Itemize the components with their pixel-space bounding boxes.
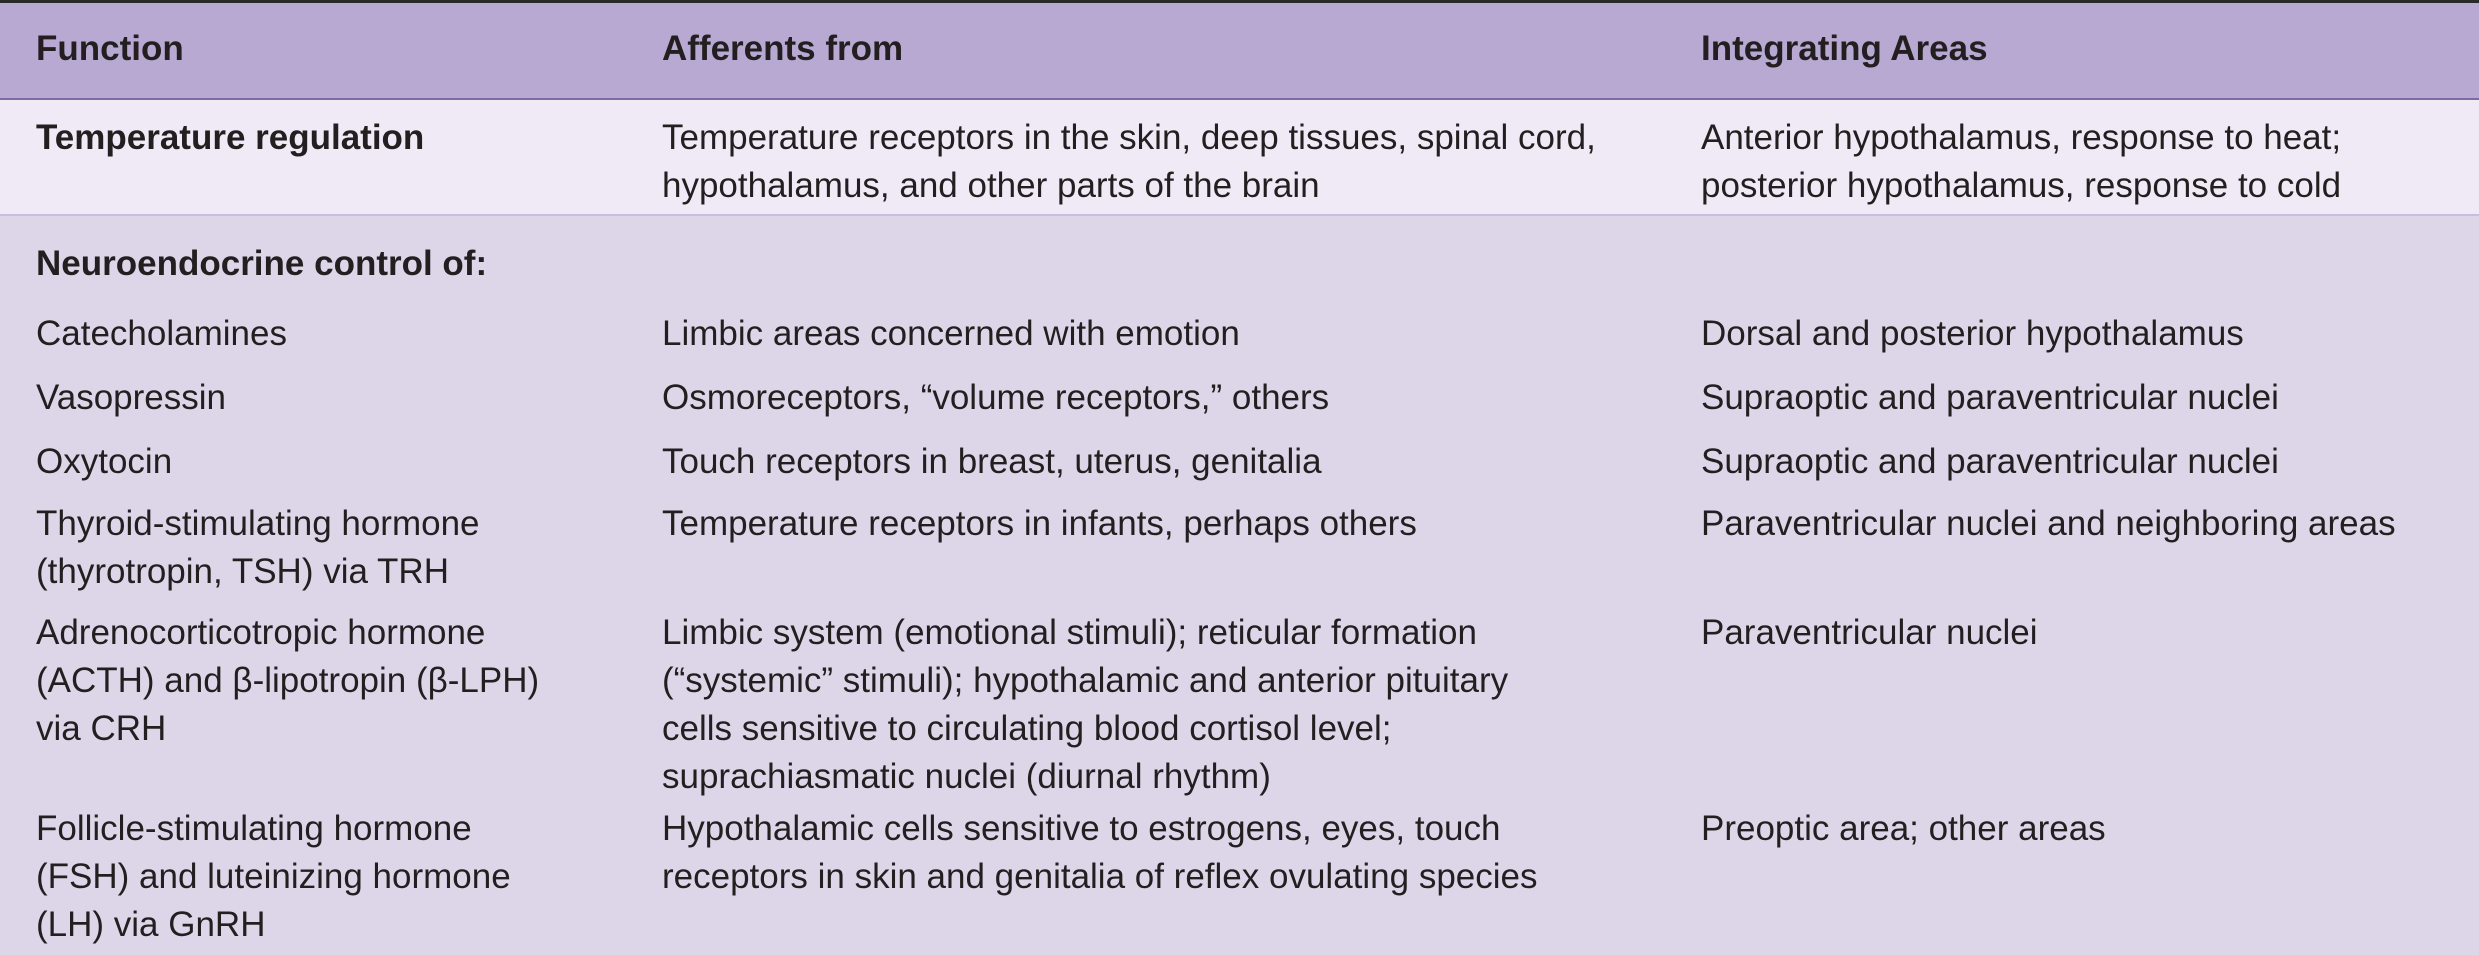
row-function: Vasopressin [36,378,227,417]
neuroendocrine-section: Neuroendocrine control of: Catecholamine… [0,216,2479,955]
header-function: Function [36,29,184,68]
row-function: Adrenocorticotropic hormone (ACTH) and β… [36,613,540,748]
row-integrating: Dorsal and posterior hypothalamus [1701,314,2244,353]
table-header: Function Afferents from Integrating Area… [0,3,2479,100]
temperature-row: Temperature regulation Temperature recep… [0,100,2479,216]
row-afferents: Limbic system (emotional stimuli); retic… [662,613,1509,796]
row-integrating: Paraventricular nuclei and neighboring a… [1701,504,2396,543]
row-integrating: Supraoptic and paraventricular nuclei [1701,378,2279,417]
row-function: Follicle-stimulating hormone (FSH) and l… [36,809,511,944]
temperature-function: Temperature regulation [36,118,425,157]
row-afferents: Osmoreceptors, “volume receptors,” other… [662,378,1330,417]
header-afferents: Afferents from [662,29,904,68]
row-integrating: Preoptic area; other areas [1701,809,2106,848]
row-function: Thyroid-stimulating hormone (thyrotropin… [36,504,480,591]
temperature-afferents: Temperature receptors in the skin, deep … [662,118,1596,205]
section-label: Neuroendocrine control of: [36,244,488,283]
row-afferents: Limbic areas concerned with emotion [662,314,1240,353]
row-afferents: Temperature receptors in infants, perhap… [662,504,1417,543]
row-afferents: Hypothalamic cells sensitive to estrogen… [662,809,1538,896]
row-integrating: Paraventricular nuclei [1701,613,2038,652]
temperature-integrating: Anterior hypothalamus, response to heat;… [1701,118,2342,205]
row-integrating: Supraoptic and paraventricular nuclei [1701,442,2279,481]
header-integrating: Integrating Areas [1701,29,1988,68]
row-function: Catecholamines [36,314,287,353]
row-function: Oxytocin [36,442,173,481]
row-afferents: Touch receptors in breast, uterus, genit… [662,442,1322,481]
